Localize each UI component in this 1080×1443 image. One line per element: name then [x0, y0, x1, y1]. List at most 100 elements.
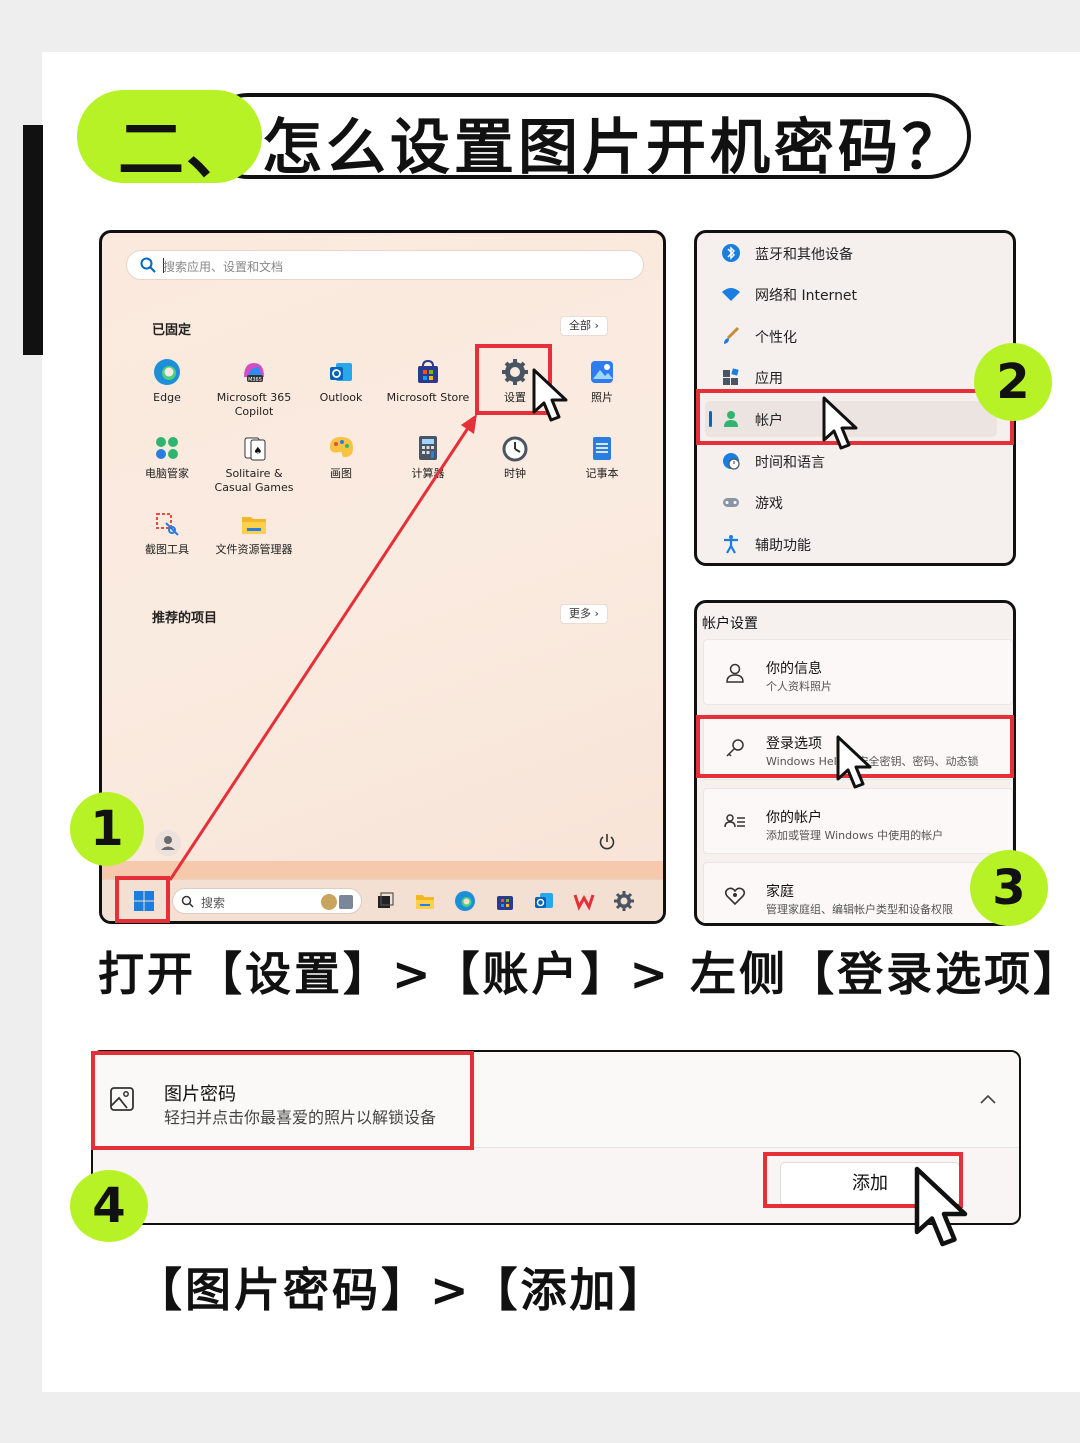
pinned-label: 已固定 [152, 323, 192, 338]
task-view-icon[interactable] [374, 890, 396, 912]
nav-label: 时间和语言 [755, 455, 825, 471]
account-row-family[interactable]: 家庭 管理家庭组、编辑帐户类型和设备权限 [703, 862, 1013, 923]
app-paint[interactable]: 画图 [298, 433, 384, 481]
row-subtitle: 添加或管理 Windows 中使用的帐户 [766, 829, 944, 842]
clock-icon [502, 436, 528, 462]
search-highlight-icon [321, 894, 353, 910]
nav-item-network[interactable]: 网络和 Internet [697, 276, 1013, 312]
key-icon [726, 739, 744, 757]
file-explorer-icon [242, 517, 266, 534]
recommended-label: 推荐的项目 [152, 611, 218, 626]
nav-item-bluetooth[interactable]: 蓝牙和其他设备 [697, 235, 1013, 271]
nav-label: 个性化 [755, 330, 797, 346]
nav-active-indicator [709, 411, 712, 427]
nav-label: 游戏 [755, 496, 783, 512]
file-explorer-icon[interactable] [414, 890, 436, 912]
title-pill [205, 93, 971, 179]
solitaire-icon: ♠ [244, 437, 266, 461]
wps-icon[interactable] [573, 890, 595, 912]
nav-item-apps[interactable]: 应用 [697, 359, 1013, 395]
app-label: 设置 [504, 391, 526, 404]
row-subtitle: 个人资料照片 [766, 680, 832, 693]
app-label: 电脑管家 [145, 467, 189, 480]
person-icon [726, 663, 744, 683]
outlook-icon[interactable] [533, 890, 555, 912]
account-row-your-accounts[interactable]: 你的帐户 添加或管理 Windows 中使用的帐户 [703, 788, 1013, 854]
nav-item-time-language[interactable]: 时间和语言 [697, 443, 1013, 479]
search-icon [181, 895, 194, 908]
svg-text:♠: ♠ [254, 446, 263, 457]
start-search-box[interactable]: 搜索应用、设置和文档 [126, 250, 644, 280]
step-badge-2: 2 [974, 343, 1052, 421]
nav-label: 应用 [755, 371, 783, 387]
start-menu-screenshot: 搜索应用、设置和文档 已固定 全部 › Edge M365 Microsoft … [99, 230, 666, 924]
brush-icon [724, 326, 740, 344]
app-photos[interactable]: 照片 [559, 357, 645, 405]
row-title: 你的信息 [766, 661, 822, 677]
store-icon [418, 359, 438, 383]
picture-password-screenshot: 图片密码 轻扫并点击你最喜爱的照片以解锁设备 添加 [91, 1050, 1021, 1225]
search-icon [140, 257, 156, 273]
app-label: Edge [153, 391, 181, 404]
mouse-pointer-icon [914, 1166, 968, 1247]
nav-item-accounts[interactable]: 帐户 [697, 401, 1013, 437]
highlight-start-button [115, 876, 170, 923]
app-outlook[interactable]: Outlook [298, 357, 384, 405]
calculator-icon [419, 436, 437, 460]
picture-icon [110, 1087, 134, 1111]
mouse-pointer-icon [822, 396, 858, 450]
all-apps-label: 全部 [569, 319, 591, 332]
taskbar: 搜索 [102, 879, 663, 921]
highlight-add-button [763, 1152, 963, 1208]
app-snipping-tool[interactable]: 截图工具 [124, 509, 210, 557]
app-label: 画图 [330, 467, 352, 480]
svg-text:M365: M365 [248, 377, 262, 383]
people-list-icon [724, 814, 745, 828]
nav-item-accessibility[interactable]: 辅助功能 [697, 526, 1013, 562]
app-label: Microsoft 365 Copilot [216, 391, 292, 418]
text-caret [163, 258, 164, 273]
windows-start-icon[interactable] [133, 890, 155, 912]
power-icon[interactable] [598, 833, 616, 851]
account-settings-title: 帐户设置 [702, 616, 758, 632]
settings-gear-icon[interactable] [613, 890, 635, 912]
more-label: 更多 [569, 607, 591, 620]
nav-label: 帐户 [755, 413, 783, 429]
taskbar-search[interactable]: 搜索 [172, 888, 362, 914]
accessibility-icon [724, 535, 738, 554]
caption-step-4: 【图片密码】>【添加】 [136, 1263, 668, 1317]
app-pc-manager[interactable]: 电脑管家 [124, 433, 210, 481]
outlook-icon [330, 363, 352, 381]
settings-gear-icon [502, 359, 528, 385]
app-clock[interactable]: 时钟 [472, 433, 558, 481]
all-apps-button[interactable]: 全部 › [560, 316, 608, 336]
snipping-tool-icon [156, 513, 179, 536]
edge-icon[interactable] [454, 890, 476, 912]
nav-item-gaming[interactable]: 游戏 [697, 484, 1013, 520]
app-label: 记事本 [585, 467, 619, 480]
nav-item-personalization[interactable]: 个性化 [697, 318, 1013, 354]
row-title: 家庭 [766, 884, 794, 900]
app-file-explorer[interactable]: 文件资源管理器 [211, 509, 297, 557]
title-number: 二、 [118, 111, 254, 188]
app-notepad[interactable]: 记事本 [559, 433, 645, 481]
app-store[interactable]: Microsoft Store [385, 357, 471, 405]
more-button[interactable]: 更多 › [560, 604, 608, 624]
row-title: 你的帐户 [766, 810, 822, 826]
chevron-up-icon[interactable] [979, 1092, 997, 1106]
app-label: Solitaire & Casual Games [214, 467, 294, 494]
picture-password-header[interactable]: 图片密码 轻扫并点击你最喜爱的照片以解锁设备 [93, 1052, 1019, 1148]
notepad-icon [593, 437, 611, 460]
user-avatar-icon[interactable] [154, 829, 182, 857]
step-badge-3: 3 [970, 850, 1048, 926]
app-label: 照片 [591, 391, 613, 404]
app-solitaire[interactable]: ♠ Solitaire & Casual Games [211, 433, 297, 495]
app-edge[interactable]: Edge [124, 357, 210, 405]
start-search-placeholder: 搜索应用、设置和文档 [163, 260, 284, 274]
title-number-badge [77, 90, 262, 183]
app-settings[interactable]: 设置 [472, 357, 558, 405]
store-icon[interactable] [494, 890, 516, 912]
account-row-your-info[interactable]: 你的信息 个人资料照片 [703, 639, 1013, 705]
app-m365-copilot[interactable]: M365 Microsoft 365 Copilot [211, 357, 297, 419]
